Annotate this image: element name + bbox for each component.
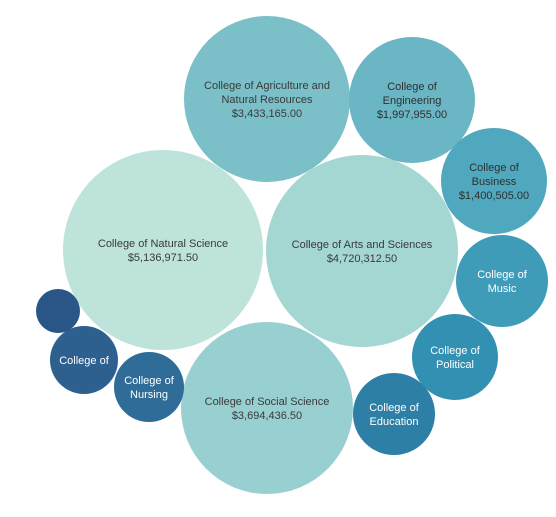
bubble-label: Political bbox=[436, 359, 474, 371]
bubble-label: College of bbox=[477, 269, 527, 281]
bubble-unlabeled-11[interactable] bbox=[36, 289, 80, 333]
bubble-label: College of Natural Science bbox=[98, 238, 228, 250]
bubble-circle[interactable] bbox=[181, 322, 353, 494]
bubble-college-of-social-science-2[interactable]: College of Social Science $3,694,436.50 bbox=[181, 322, 353, 494]
bubble-label: College of bbox=[469, 162, 519, 174]
bubble-college-of-arts-and-sciences-1[interactable]: College of Arts and Sciences $4,720,312.5… bbox=[266, 155, 458, 347]
bubble-circle[interactable] bbox=[456, 235, 548, 327]
bubble-circle[interactable] bbox=[353, 373, 435, 455]
bubble-college-of-engineering-4[interactable]: College of Engineering $1,997,955.00 bbox=[349, 37, 475, 163]
bubble-value-label: $5,136,971.50 bbox=[128, 252, 198, 264]
bubble-label: Music bbox=[488, 283, 517, 295]
bubble-value-label: $4,720,312.50 bbox=[327, 253, 397, 265]
bubble-circle[interactable] bbox=[50, 326, 118, 394]
bubble-circle[interactable] bbox=[412, 314, 498, 400]
bubble-label: College of bbox=[387, 81, 437, 93]
bubble-label: College of Social Science bbox=[205, 396, 330, 408]
bubble-college-of-music-6[interactable]: College of Music bbox=[456, 235, 548, 327]
bubble-label: College of Agriculture and bbox=[204, 80, 330, 92]
bubble-college-of-natural-science-0[interactable]: College of Natural Science $5,136,971.50 bbox=[63, 150, 263, 350]
bubble-circle[interactable] bbox=[266, 155, 458, 347]
bubble-label: Education bbox=[370, 416, 419, 428]
bubble-label: Business bbox=[472, 176, 517, 188]
bubble-circle[interactable] bbox=[114, 352, 184, 422]
bubble-value-label: $3,694,436.50 bbox=[232, 410, 302, 422]
bubble-label: Nursing bbox=[130, 389, 168, 401]
bubble-label: College of bbox=[59, 355, 109, 367]
bubble-college-of-political-7[interactable]: College of Political bbox=[412, 314, 498, 400]
bubble-circle[interactable] bbox=[36, 289, 80, 333]
bubble-circle[interactable] bbox=[441, 128, 547, 234]
bubble-circle[interactable] bbox=[63, 150, 263, 350]
bubble-label: College of bbox=[124, 375, 174, 387]
bubble-label: Natural Resources bbox=[221, 94, 313, 106]
bubble-college-of-10[interactable]: College of bbox=[50, 326, 118, 394]
bubble-label: Engineering bbox=[383, 95, 442, 107]
bubble-label: College of bbox=[369, 402, 419, 414]
bubble-college-of-business-5[interactable]: College of Business $1,400,505.00 bbox=[441, 128, 547, 234]
bubble-value-label: $1,997,955.00 bbox=[377, 109, 447, 121]
bubble-circle[interactable] bbox=[184, 16, 350, 182]
bubble-label: College of Arts and Sciences bbox=[292, 239, 433, 251]
bubble-college-of-nursing-9[interactable]: College of Nursing bbox=[114, 352, 184, 422]
bubble-value-label: $1,400,505.00 bbox=[459, 190, 529, 202]
bubble-label: College of bbox=[430, 345, 480, 357]
bubble-college-of-education-8[interactable]: College of Education bbox=[353, 373, 435, 455]
bubble-value-label: $3,433,165.00 bbox=[232, 108, 302, 120]
bubble-circle[interactable] bbox=[349, 37, 475, 163]
